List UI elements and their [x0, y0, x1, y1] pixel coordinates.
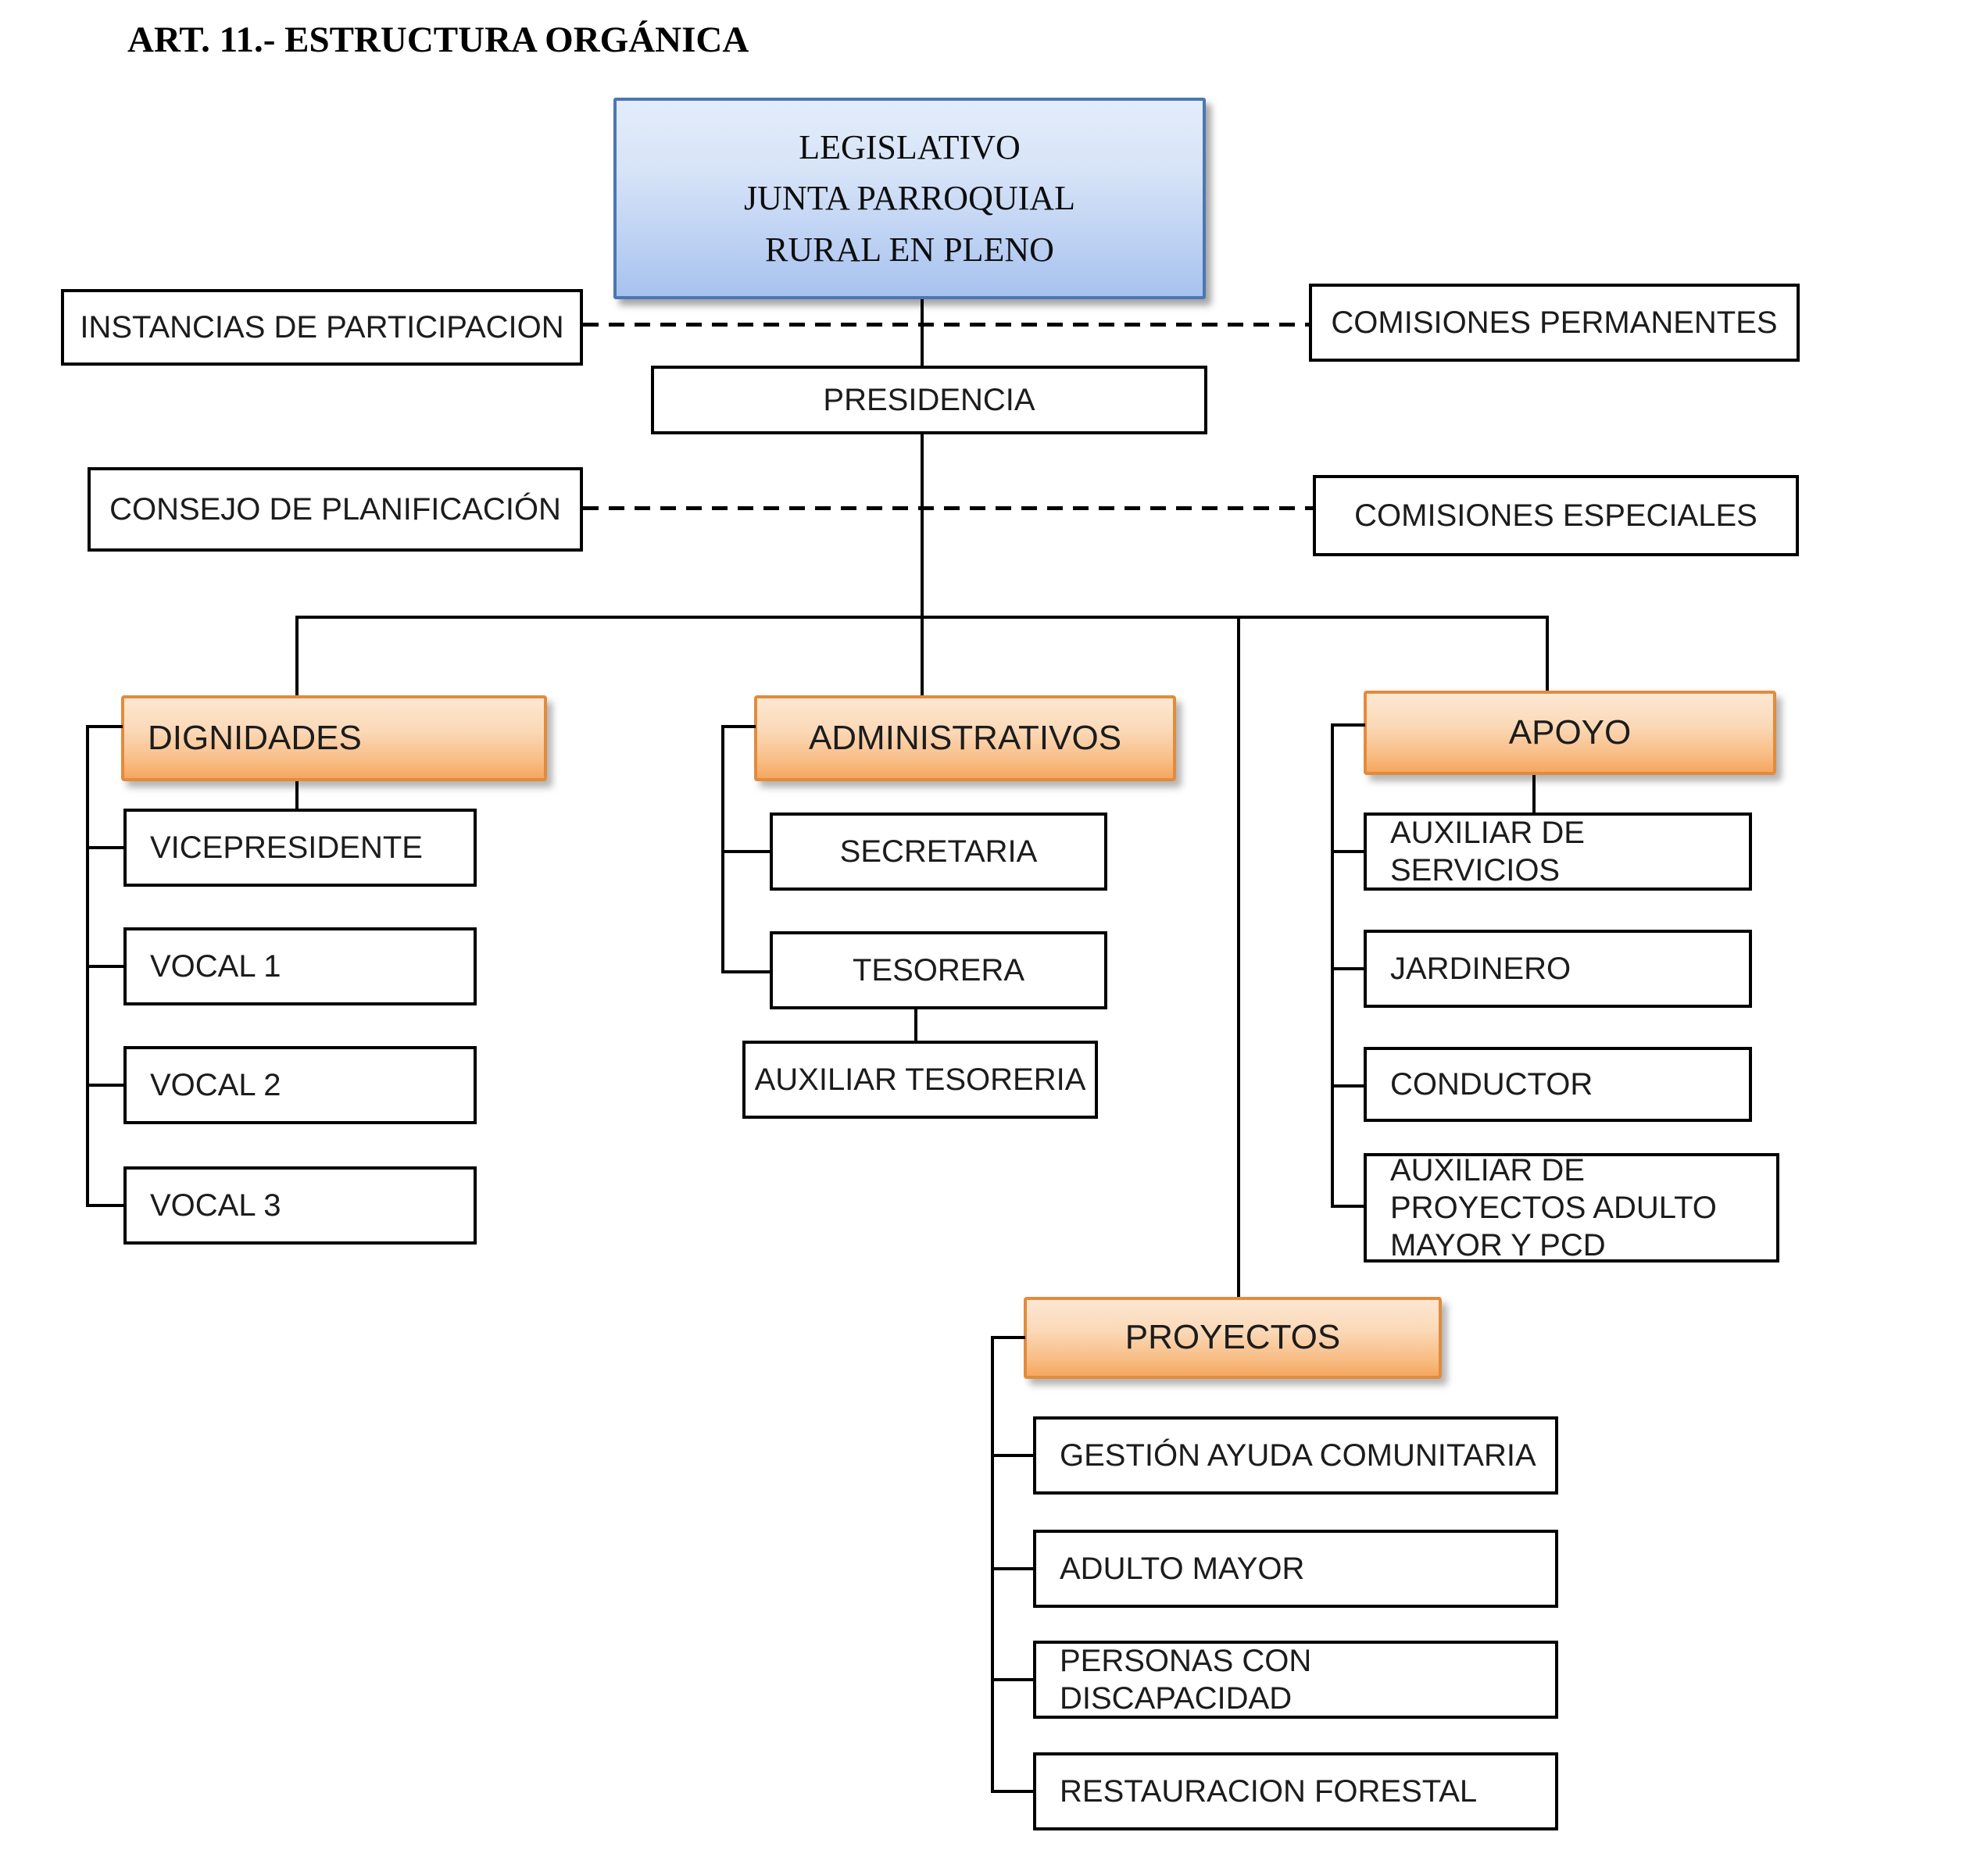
drop-apoyo: [1546, 616, 1549, 692]
stub-tesorera: [721, 970, 771, 973]
stub-administrativos: [721, 725, 756, 728]
connector-legislativo-presidencia: [921, 299, 924, 367]
stub-vocal-3: [86, 1204, 125, 1207]
node-auxiliar-de-proyectos: AUXILIAR DE PROYECTOS ADULTO MAYOR Y PCD: [1364, 1153, 1779, 1262]
stub-apoyo: [1331, 723, 1365, 727]
node-vicepresidente: VICEPRESIDENTE: [123, 809, 477, 887]
stub-restauracion: [991, 1790, 1033, 1793]
stub-conductor: [1331, 1084, 1365, 1088]
node-vocal-1: VOCAL 1: [123, 927, 477, 1005]
node-jardinero: JARDINERO: [1364, 930, 1752, 1008]
node-comisiones-permanentes: COMISIONES PERMANENTES: [1309, 284, 1800, 362]
bracket-proyectos: [991, 1336, 994, 1793]
node-apoyo: APOYO: [1364, 691, 1776, 775]
dashed-connector-instancias-comisiones: [583, 323, 1309, 327]
node-consejo-de-planificacion: CONSEJO DE PLANIFICACIÓN: [88, 467, 583, 552]
connector-apoyo-auxiliar-servicios: [1532, 775, 1536, 812]
page-title: ART. 11.- ESTRUCTURA ORGÁNICA: [127, 20, 749, 60]
node-vocal-2: VOCAL 2: [123, 1046, 477, 1124]
node-personas-con-discapacidad: PERSONAS CON DISCAPACIDAD: [1033, 1641, 1558, 1719]
stub-auxiliar-proyectos: [1331, 1205, 1365, 1208]
node-vocal-3: VOCAL 3: [123, 1166, 477, 1245]
connector-dignidades-vicepresidente: [295, 781, 299, 809]
node-auxiliar-de-servicios: AUXILIAR DE SERVICIOS: [1364, 812, 1752, 891]
connector-tesorera-auxiliar: [914, 1009, 917, 1041]
drop-proyectos: [1237, 616, 1240, 1297]
stub-proyectos: [991, 1336, 1025, 1339]
stub-vocal-1: [86, 965, 125, 968]
stub-vocal-2: [86, 1084, 125, 1087]
node-conductor: CONDUCTOR: [1364, 1047, 1752, 1122]
node-dignidades: DIGNIDADES: [121, 695, 547, 781]
node-gestion-ayuda-comunitaria: GESTIÓN AYUDA COMUNITARIA: [1033, 1416, 1558, 1495]
stub-jardinero: [1331, 967, 1365, 970]
stub-dignidades: [86, 725, 123, 728]
drop-administrativos: [921, 616, 924, 695]
bracket-apoyo: [1331, 723, 1334, 1208]
stub-vicepresidente: [86, 846, 125, 849]
connector-presidencia-branch: [921, 434, 924, 617]
node-adulto-mayor: ADULTO MAYOR: [1033, 1530, 1558, 1608]
bracket-administrativos: [721, 725, 724, 973]
stub-secretaria: [721, 850, 771, 853]
stub-personas: [991, 1678, 1033, 1681]
drop-dignidades: [295, 616, 299, 695]
node-tesorera: TESORERA: [770, 931, 1107, 1009]
stub-auxiliar-servicios: [1331, 850, 1365, 853]
stub-gestion: [991, 1454, 1033, 1457]
node-legislativo: LEGISLATIVO JUNTA PARROQUIAL RURAL EN PL…: [613, 98, 1206, 299]
node-secretaria: SECRETARIA: [770, 812, 1107, 891]
node-administrativos: ADMINISTRATIVOS: [754, 695, 1176, 781]
stub-adulto-mayor: [991, 1567, 1033, 1570]
node-restauracion-forestal: RESTAURACION FORESTAL: [1033, 1752, 1558, 1830]
node-proyectos: PROYECTOS: [1024, 1297, 1442, 1379]
node-auxiliar-tesoreria: AUXILIAR TESORERIA: [742, 1041, 1098, 1119]
node-instancias-de-participacion: INSTANCIAS DE PARTICIPACION: [61, 289, 583, 366]
node-comisiones-especiales: COMISIONES ESPECIALES: [1313, 475, 1799, 556]
node-presidencia: PRESIDENCIA: [651, 366, 1207, 434]
dashed-connector-consejo-especiales: [583, 506, 1313, 510]
